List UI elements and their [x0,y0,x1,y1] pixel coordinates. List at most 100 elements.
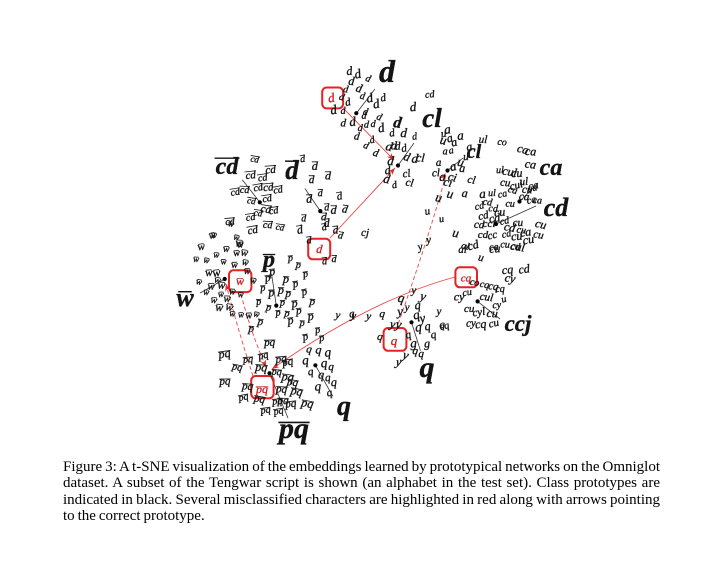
svg-text:cj: cj [361,227,370,239]
svg-text:ci: ci [442,174,454,190]
svg-text:cul: cul [509,238,526,254]
svg-text:d: d [301,213,307,224]
svg-text:pq: pq [280,369,295,385]
svg-text:ca: ca [532,195,542,206]
svg-text:ul: ul [488,188,496,199]
svg-text:d: d [379,53,396,89]
svg-text:ca: ca [516,141,531,157]
svg-text:cd: cd [501,228,513,241]
svg-text:cu: cu [522,184,534,197]
svg-text:u: u [451,225,461,241]
svg-text:ca: ca [526,194,538,207]
svg-text:q: q [418,348,425,360]
svg-text:ul: ul [519,176,528,188]
svg-text:w: w [215,300,224,315]
svg-text:p: p [263,272,272,285]
svg-text:d: d [325,169,332,183]
svg-text:a: a [479,186,487,201]
svg-text:cul: cul [508,178,524,193]
svg-text:ca: ca [489,242,499,254]
svg-text:pq: pq [242,354,254,366]
svg-text:a: a [465,139,474,154]
svg-text:w: w [212,265,222,280]
svg-text:d: d [382,171,392,187]
svg-text:cu: cu [513,217,524,229]
svg-text:d: d [309,174,315,186]
svg-text:cq: cq [479,279,490,292]
svg-text:y: y [410,285,416,297]
svg-text:d: d [363,119,370,130]
svg-text:u: u [424,205,432,218]
svg-text:cul: cul [479,291,494,305]
svg-text:d: d [370,119,376,130]
svg-text:d: d [364,73,373,85]
svg-text:w: w [217,278,226,293]
svg-text:p: p [283,308,290,320]
svg-text:d: d [341,203,349,216]
svg-text:w: w [227,218,235,229]
svg-text:q: q [337,391,351,422]
svg-text:w: w [236,239,244,251]
svg-text:w: w [236,274,244,288]
svg-text:cul: cul [501,163,519,179]
svg-text:ca: ca [497,188,509,201]
svg-text:cu: cu [516,224,527,236]
svg-text:cd: cd [253,207,264,218]
svg-text:al: al [458,244,467,256]
svg-text:d: d [359,91,367,103]
svg-text:w: w [176,283,194,312]
svg-text:w: w [240,247,249,260]
svg-text:d: d [387,153,395,169]
svg-text:p: p [306,309,314,324]
svg-text:u: u [434,189,445,205]
svg-text:q: q [314,378,322,393]
svg-text:cd: cd [250,153,261,164]
svg-text:d: d [400,142,408,155]
svg-text:cd: cd [225,216,236,228]
svg-text:p: p [314,325,321,337]
svg-text:d: d [357,123,364,134]
svg-text:u: u [500,294,508,306]
svg-text:w: w [229,308,236,318]
svg-text:q: q [331,375,337,389]
svg-text:q: q [318,367,324,381]
svg-text:d: d [411,131,418,143]
svg-text:d: d [395,140,402,152]
svg-text:p: p [268,264,276,278]
svg-text:cy: cy [454,289,465,303]
svg-text:cc: cc [486,229,498,243]
svg-text:q: q [348,308,356,321]
svg-text:cq: cq [495,284,504,295]
svg-text:d: d [354,81,365,96]
svg-text:y: y [393,316,403,332]
svg-text:w: w [197,240,207,253]
svg-text:w: w [245,310,253,321]
svg-text:d: d [337,230,345,242]
svg-text:cd: cd [257,172,269,184]
svg-text:q: q [412,345,420,358]
svg-text:p: p [299,286,308,299]
svg-text:d: d [338,92,347,104]
svg-text:cd: cd [263,220,274,232]
svg-text:cu: cu [487,317,500,331]
svg-text:w: w [203,255,211,266]
svg-text:d: d [318,188,324,199]
svg-text:cl: cl [466,174,476,187]
svg-text:pq: pq [217,346,232,362]
svg-text:pq: pq [263,337,276,349]
svg-text:ci: ci [447,169,459,185]
svg-text:pq: pq [255,382,268,396]
svg-text:d: d [365,90,375,106]
svg-text:q: q [326,387,334,400]
svg-text:cu: cu [532,228,545,242]
svg-text:d: d [361,111,367,122]
svg-text:d: d [392,114,403,132]
svg-text:d: d [362,106,370,118]
svg-text:cd: cd [240,185,251,196]
svg-text:d: d [330,203,337,217]
svg-text:pq: pq [218,376,231,388]
svg-text:d: d [306,192,313,206]
svg-text:w: w [253,309,261,320]
svg-text:d: d [327,90,336,106]
svg-text:a: a [439,169,447,184]
